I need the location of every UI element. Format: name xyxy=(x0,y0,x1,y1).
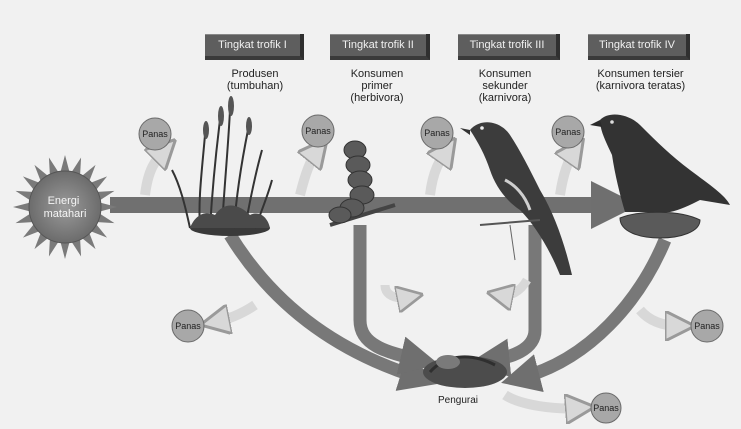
plant-icon xyxy=(172,96,272,236)
svg-text:Panas: Panas xyxy=(175,321,201,331)
heat-bubble-1: Panas xyxy=(139,118,171,150)
svg-text:Panas: Panas xyxy=(593,403,619,413)
sun-ray xyxy=(13,203,29,212)
trophic-level-caption-1: Produsen (tumbuhan) xyxy=(200,68,310,92)
heat-arrow-1 xyxy=(145,150,165,195)
sun-label: Energi matahari xyxy=(44,195,87,220)
heat-arrow-3 xyxy=(430,150,447,195)
sun-label-line: matahari xyxy=(44,208,87,220)
trophic-level-caption-2: Konsumen primer (herbivora) xyxy=(322,68,432,104)
svg-text:Panas: Panas xyxy=(694,321,720,331)
svg-text:Panas: Panas xyxy=(424,128,450,138)
trophic-level-caption-4: Konsumen tersier (karnivora teratas) xyxy=(578,68,703,92)
sun-ray xyxy=(61,155,70,171)
heat-bubble-3: Panas xyxy=(421,117,453,149)
heat-bubble-5: Panas xyxy=(172,310,204,342)
svg-text:Panas: Panas xyxy=(305,126,331,136)
heat-bubble-7: Panas xyxy=(591,393,621,423)
trophic-level-box-2: Tingkat trofik II xyxy=(330,34,430,60)
sun-label-line: Energi xyxy=(48,195,80,207)
sun-ray xyxy=(61,243,70,259)
decomposer-label: Pengurai xyxy=(438,395,478,406)
heat-bubble-4: Panas xyxy=(552,116,584,148)
svg-text:Panas: Panas xyxy=(142,129,168,139)
hawk-icon xyxy=(590,115,730,238)
heat-arrow-4 xyxy=(560,150,575,195)
trophic-level-caption-3: Konsumen sekunder (karnivora) xyxy=(450,68,560,104)
trophic-level-box-1: Tingkat trofik I xyxy=(205,34,304,60)
heat-bubble-2: Panas xyxy=(302,115,334,147)
heat-bubble-6: Panas xyxy=(691,310,723,342)
heat-arrow-5 xyxy=(215,305,255,322)
heat-arrow-7 xyxy=(500,280,527,295)
heat-arrow-2 xyxy=(300,150,318,195)
trophic-level-box-4: Tingkat trofik IV xyxy=(588,34,690,60)
svg-text:Panas: Panas xyxy=(555,127,581,137)
heat-arrow-6 xyxy=(385,285,410,298)
trophic-level-box-3: Tingkat trofik III xyxy=(458,34,560,60)
heat-arrow-9 xyxy=(505,395,580,408)
heat-arrow-8 xyxy=(640,310,680,326)
sun-icon xyxy=(13,155,117,259)
